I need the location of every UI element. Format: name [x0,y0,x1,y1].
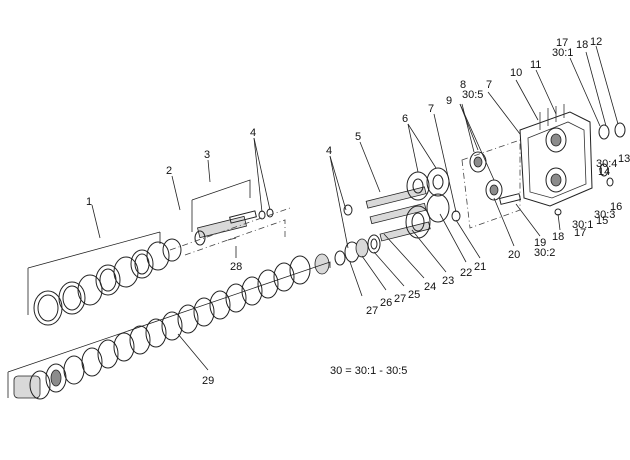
label-2: 2 [166,165,172,177]
label-18-top: 18 [576,39,588,51]
label-7-right: 7 [486,79,492,91]
label-12: 12 [590,36,602,48]
label-22: 22 [460,267,472,279]
label-16: 16 [610,201,622,213]
gasket-plate [461,139,521,229]
disc-pack-lower [7,253,331,400]
label-23: 23 [442,275,454,287]
shaft-assembly [169,179,291,256]
label-18-bottom: 18 [552,231,564,243]
label-17-bottom: 17 [574,227,586,239]
leader-lines [91,45,619,371]
label-21: 21 [474,261,486,273]
label-30-4: 30:4 [596,158,617,170]
label-15: 15 [596,215,608,227]
label-10: 10 [510,67,522,79]
label-4-left: 4 [250,127,256,139]
legend-note: 30 = 30:1 - 30:5 [330,365,407,377]
label-27-right: 27 [394,293,406,305]
label-30-1-bottom: 30:1 [572,219,593,231]
label-9: 9 [446,95,452,107]
label-30-1-top: 30:1 [552,47,573,59]
label-6: 6 [402,113,408,125]
label-24: 24 [424,281,436,293]
label-3: 3 [204,149,210,161]
label-14: 14 [598,166,610,178]
label-29: 29 [202,375,214,387]
label-13: 13 [618,153,630,165]
label-17-top: 17 [556,37,568,49]
label-5: 5 [355,131,361,143]
callout-labels: 1 2 3 4 4 5 6 7 7 8 9 10 11 12 13 14 15 … [86,36,630,387]
label-26: 26 [380,297,392,309]
label-4-mid: 4 [326,145,332,157]
label-19: 19 [534,237,546,249]
label-28: 28 [230,261,242,273]
label-7-left: 7 [428,103,434,115]
label-30-2: 30:2 [534,247,555,259]
label-30-3: 30:3 [594,209,615,221]
label-11: 11 [530,59,541,71]
gear-shafts [343,167,461,242]
label-27-left: 27 [366,305,378,317]
label-8: 8 [460,79,466,91]
disc-pack-upper [27,231,182,326]
bearing-stack [334,234,381,266]
label-30-5: 30:5 [462,89,483,101]
label-25: 25 [408,289,420,301]
label-20: 20 [508,249,520,261]
label-1: 1 [86,196,92,208]
